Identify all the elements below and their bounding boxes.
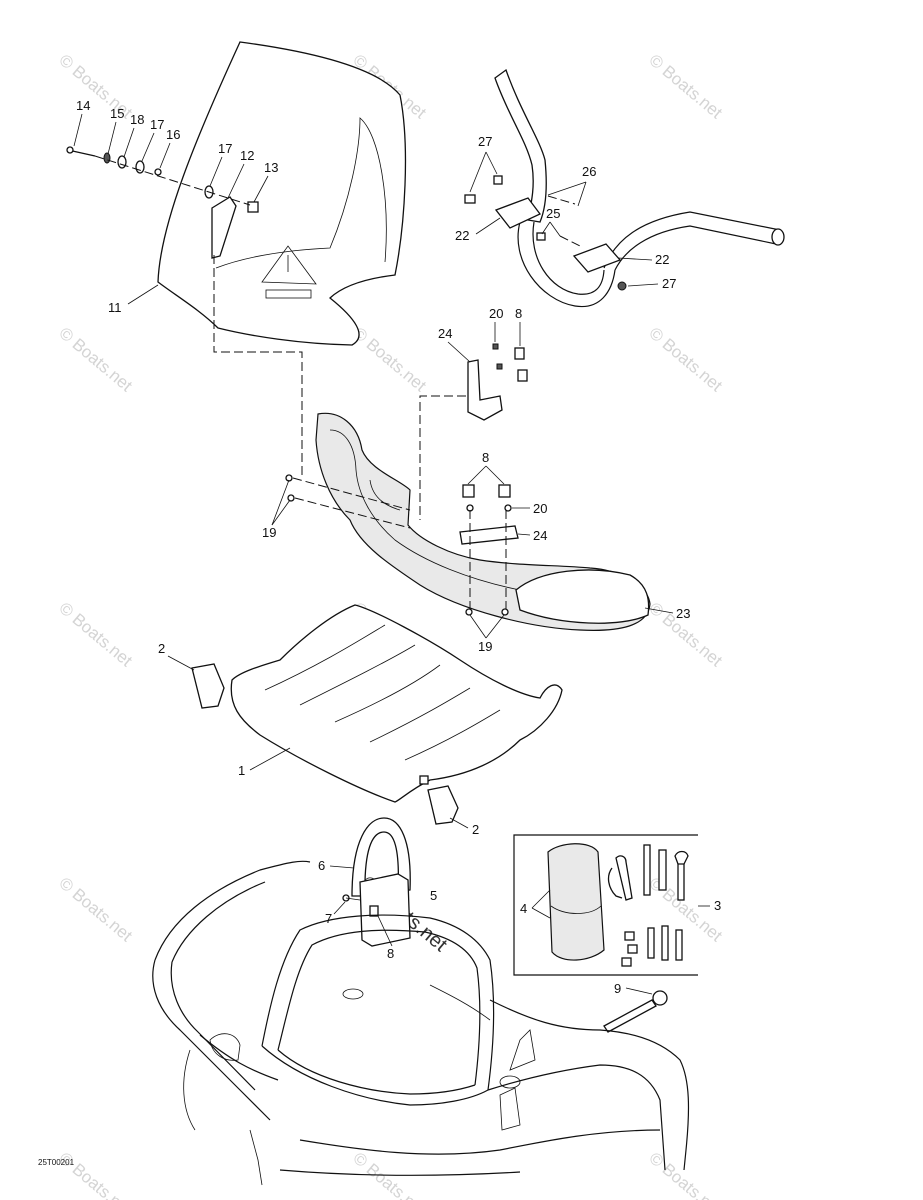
vehicle-body (152, 860, 690, 1186)
connector-dash-lines (213, 255, 466, 529)
callout: 19 (478, 639, 492, 654)
callout: 24 (438, 326, 452, 341)
callout: 5 (430, 888, 437, 903)
windshield (157, 41, 407, 346)
callout: 2 (158, 641, 165, 656)
callout: 20 (489, 306, 503, 321)
callout: 8 (515, 306, 522, 321)
callout: 11 (108, 300, 122, 315)
windshield-callouts: 14 15 18 17 16 17 12 13 11 (73, 98, 278, 315)
handlebar-callouts: 27 26 25 22 22 27 (455, 134, 676, 291)
callout: 17 (150, 117, 164, 132)
callout: 3 (714, 898, 721, 913)
callout: 9 (614, 981, 621, 996)
callout: 26 (582, 164, 596, 179)
callout: 8 (387, 946, 394, 961)
callout: 12 (240, 148, 254, 163)
windshield-bolt-stack (66, 146, 251, 206)
pad-callouts: 20 8 24 8 20 24 19 19 23 (262, 306, 690, 654)
callout: 16 (166, 127, 180, 142)
callout: 4 (520, 901, 527, 916)
callout: 18 (130, 112, 144, 127)
tool-kit-panel (513, 834, 698, 976)
seat-callouts: 2 1 2 (158, 641, 479, 837)
callout: 19 (262, 525, 276, 540)
callout: 22 (455, 228, 469, 243)
callout: 24 (533, 528, 547, 543)
callout: 13 (264, 160, 278, 175)
callout: 15 (110, 106, 124, 121)
callout: 22 (655, 252, 669, 267)
tool-kit-callouts: 4 3 (520, 889, 721, 919)
callout: 25 (546, 206, 560, 221)
callout: 23 (676, 606, 690, 621)
callout: 1 (238, 763, 245, 778)
callout: 27 (478, 134, 492, 149)
callout: 20 (533, 501, 547, 516)
handlebar (464, 68, 785, 308)
callout: 27 (662, 276, 676, 291)
handlebar-pad (315, 412, 651, 631)
pad-brackets (285, 343, 528, 616)
callout: 8 (482, 450, 489, 465)
callout: 6 (318, 858, 325, 873)
strap-callouts: 6 5 7 8 (318, 858, 437, 961)
callout: 7 (325, 911, 332, 926)
callout: 2 (472, 822, 479, 837)
seat-cover (191, 604, 563, 825)
strap-and-holder (342, 817, 411, 947)
reference-code: 25T00201 (38, 1158, 75, 1167)
callout: 14 (76, 98, 90, 113)
callout: 17 (218, 141, 232, 156)
